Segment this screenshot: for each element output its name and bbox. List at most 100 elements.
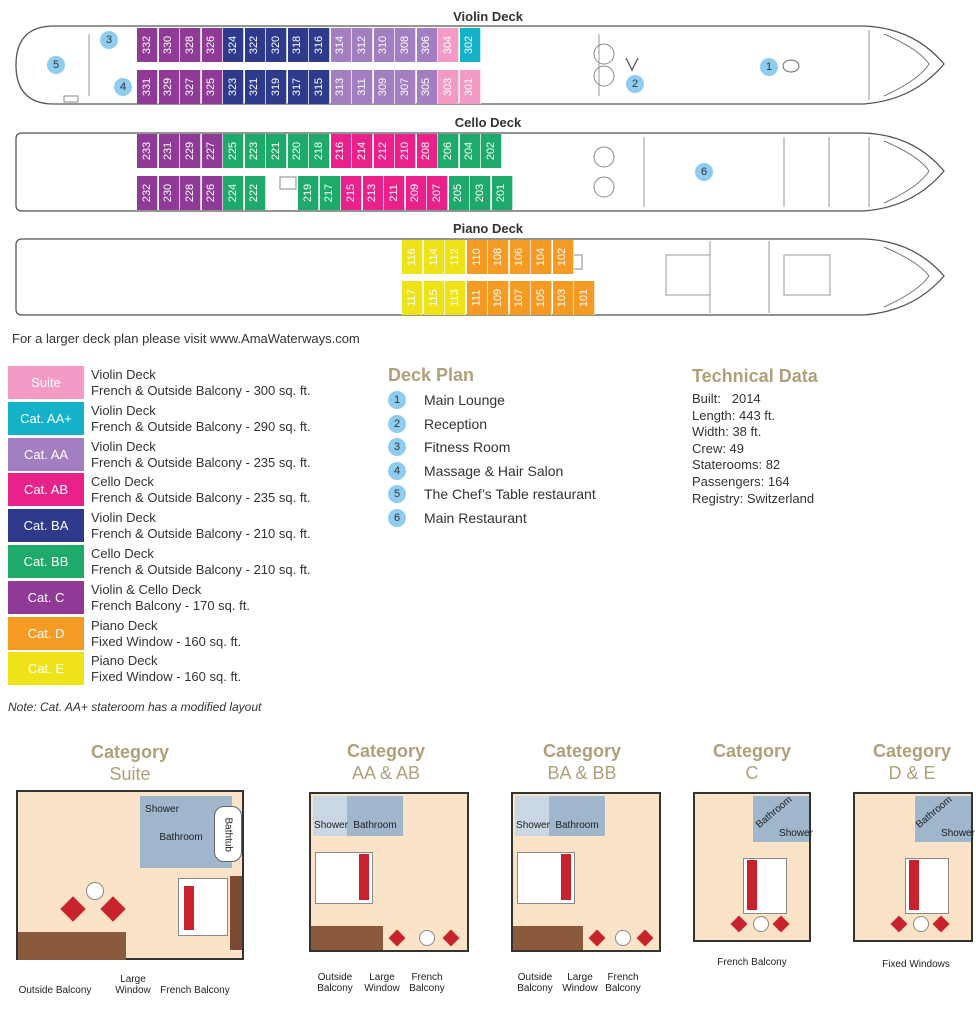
legend-description: French & Outside Balcony - 300 sq. ft.	[91, 383, 311, 398]
cabin-number: 318	[291, 35, 304, 55]
cabin-number: 301	[463, 77, 476, 97]
marker-3: 3	[100, 31, 118, 49]
cabin-number: 218	[312, 141, 325, 161]
deck-plan-item-label: Massage & Hair Salon	[424, 462, 564, 479]
ba-label-french-balcony: French Balcony	[605, 972, 641, 994]
deck-plan-item-label: The Chef’s Table restaurant	[424, 486, 596, 502]
cabin-115: 115	[423, 281, 445, 315]
marker-1: 1	[760, 58, 778, 76]
cabin-number: 211	[387, 184, 400, 202]
legend-description: French & Outside Balcony - 210 sq. ft.	[91, 562, 311, 577]
chair-icon	[890, 915, 908, 933]
cabin-325: 325	[201, 70, 223, 104]
cabin-number: 209	[409, 183, 422, 203]
cabin-223: 223	[244, 134, 266, 168]
cabin-329: 329	[158, 70, 180, 104]
legend-deck: Violin Deck	[91, 510, 156, 526]
cabin-number: 104	[534, 247, 547, 267]
cabin-308: 308	[395, 28, 416, 62]
cabin-number: 213	[366, 183, 379, 203]
cabin-number: 228	[183, 183, 196, 203]
number-marker: 4	[388, 461, 406, 480]
ba-label-outside-balcony: Outside Balcony	[517, 972, 553, 994]
legend-swatch: Cat. BB	[8, 545, 84, 578]
legend-description: French & Outside Balcony - 290 sq. ft.	[91, 418, 311, 434]
cabin-222: 222	[244, 176, 266, 210]
legend-swatch: Cat. D	[8, 616, 84, 650]
cabin-number: 116	[405, 248, 418, 266]
cabin-319: 319	[266, 70, 287, 104]
cabin-number: 323	[226, 77, 239, 97]
piano-deck-hull	[15, 238, 945, 316]
cabin-108: 108	[488, 240, 509, 274]
cabin-219: 219	[298, 176, 319, 210]
cabin-312: 312	[352, 28, 373, 62]
aa-label-outside-balcony: Outside Balcony	[317, 972, 353, 994]
cabin-number: 232	[140, 183, 153, 203]
number-marker: 2	[388, 414, 406, 433]
cabin-309: 309	[373, 70, 395, 104]
cabin-231: 231	[158, 134, 180, 168]
cabin-number: 308	[398, 35, 411, 55]
cabin-number: 207	[430, 183, 443, 203]
cabin-202: 202	[481, 134, 502, 168]
suite-bathroom-label: Bathroom	[159, 832, 203, 843]
cabin-number: 219	[301, 183, 314, 203]
suite-label-french-balcony: French Balcony	[160, 985, 230, 996]
cabin-221: 221	[266, 134, 287, 168]
legend-deck: Violin & Cello Deck	[91, 581, 202, 597]
cabin-number: 306	[420, 35, 433, 55]
cabin-207: 207	[427, 176, 448, 210]
website-note: For a larger deck plan please visit www.…	[12, 331, 360, 346]
marker-6: 6	[695, 163, 713, 181]
cabin-310: 310	[373, 28, 395, 62]
cabin-number: 229	[183, 141, 196, 161]
cabin-number: 112	[448, 248, 461, 266]
cabin-number: 302	[463, 35, 476, 55]
cabin-number: 220	[291, 141, 304, 161]
aa-bathroom-label: Bathroom	[353, 820, 397, 831]
cabin-116: 116	[402, 240, 423, 274]
chair-icon	[100, 896, 126, 922]
cabin-number: 115	[427, 289, 440, 307]
suite-bathtub-label: Bathtub	[222, 817, 234, 852]
cabin-217: 217	[319, 176, 341, 210]
cabin-204: 204	[459, 134, 481, 168]
cabin-203: 203	[470, 176, 491, 210]
cabin-311: 311	[352, 70, 373, 104]
legend-deck: Violin Deck	[91, 402, 156, 418]
cabin-331: 331	[137, 70, 158, 104]
cabin-number: 225	[226, 141, 239, 161]
cabin-number: 103	[556, 288, 569, 308]
cabin-326: 326	[201, 28, 223, 62]
cabin-304: 304	[438, 28, 459, 62]
deck-plan-item-label: Main Lounge	[424, 392, 505, 408]
legend-description: French & Outside Balcony - 235 sq. ft.	[91, 454, 311, 470]
technical-data-row: Built: 2014	[692, 391, 761, 406]
number-marker: 3	[388, 438, 406, 456]
legend-deck: Violin Deck	[91, 367, 156, 382]
cabin-330: 330	[158, 28, 180, 62]
legend-swatch: Cat. BA	[8, 509, 84, 543]
cabin-number: 215	[344, 183, 357, 203]
d-bathroom	[915, 796, 971, 842]
aa-plus-note: Note: Cat. AA+ stateroom has a modified …	[8, 700, 262, 714]
deck-plan-heading: Deck Plan	[388, 365, 475, 385]
cabin-205: 205	[448, 176, 470, 210]
cabin-number: 312	[355, 35, 368, 55]
cabin-117: 117	[402, 281, 423, 315]
aa-bathroom	[347, 796, 403, 836]
cabin-number: 201	[495, 183, 508, 203]
cabin-number: 231	[162, 141, 175, 161]
cabin-number: 106	[513, 247, 526, 267]
cabin-number: 329	[162, 77, 175, 97]
cabin-105: 105	[531, 281, 552, 315]
cabin-number: 117	[405, 289, 418, 307]
legend-swatch: Cat. AA+	[8, 401, 84, 435]
legend-swatch: Cat. C	[8, 580, 84, 614]
